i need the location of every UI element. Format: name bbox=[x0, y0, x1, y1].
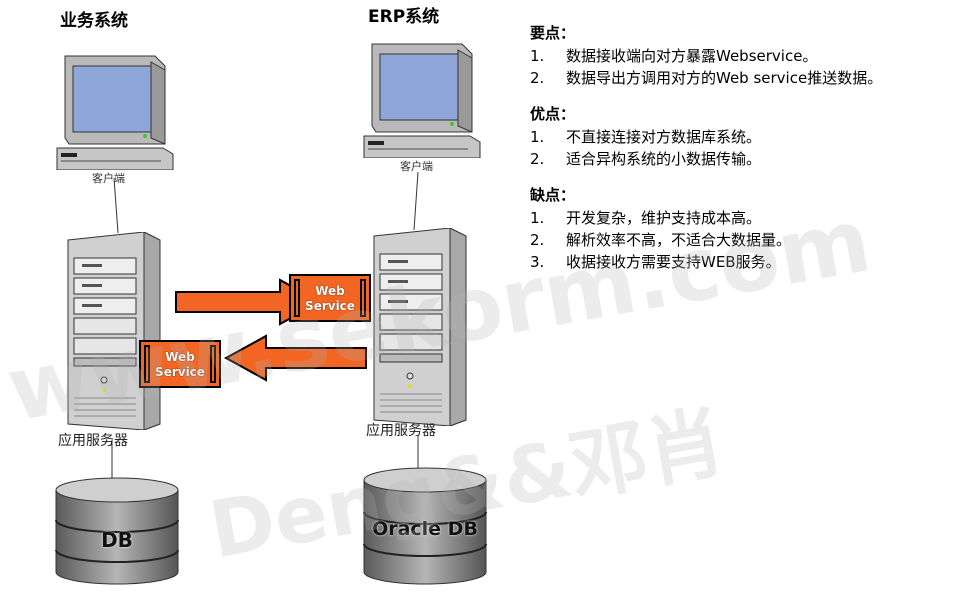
business-db-label: DB bbox=[101, 528, 133, 552]
list-item: 2.数据导出方调用对方的Web service推送数据。 bbox=[530, 69, 883, 87]
computer-icon bbox=[56, 55, 174, 171]
computer-icon bbox=[363, 43, 481, 159]
key-points-list: 1.数据接收端向对方暴露Webservice。 2.数据导出方调用对方的Web … bbox=[530, 45, 950, 89]
list-item: 3.收据接收方需要支持WEB服务。 bbox=[530, 253, 781, 271]
erp-db-label: Oracle DB bbox=[372, 518, 478, 540]
disadvantages-list: 1.开发复杂，维护支持成本高。 2.解析效率不高，不适合大数据量。 3.收据接收… bbox=[530, 207, 950, 273]
web-service-box-business: Web Service bbox=[139, 340, 221, 388]
web-service-label-line1: Web bbox=[165, 350, 195, 364]
database-icon bbox=[55, 477, 179, 585]
notes-panel: 要点： 1.数据接收端向对方暴露Webservice。 2.数据导出方调用对方的… bbox=[530, 22, 950, 287]
list-item: 1.不直接连接对方数据库系统。 bbox=[530, 128, 762, 146]
erp-client-computer bbox=[362, 40, 482, 162]
erp-system-title: ERP系统 bbox=[368, 7, 440, 27]
advantages-heading: 优点： bbox=[530, 105, 576, 123]
list-item: 2.适合异构系统的小数据传输。 bbox=[530, 150, 762, 168]
business-client-label: 客户端 bbox=[92, 172, 125, 185]
business-client-computer bbox=[55, 52, 175, 174]
arrow-left-icon bbox=[223, 334, 367, 382]
erp-server-label: 应用服务器 bbox=[366, 423, 436, 439]
web-service-label-line1: Web bbox=[315, 284, 345, 298]
business-db: DB bbox=[54, 476, 180, 590]
erp-oracle-db: Oracle DB bbox=[362, 466, 488, 590]
key-points-heading: 要点： bbox=[530, 24, 576, 42]
advantages-list: 1.不直接连接对方数据库系统。 2.适合异构系统的小数据传输。 bbox=[530, 126, 950, 170]
web-service-label-line2: Service bbox=[305, 299, 355, 313]
web-service-box-erp: Web Service bbox=[289, 274, 371, 322]
database-icon bbox=[363, 467, 487, 585]
list-item: 1.开发复杂，维护支持成本高。 bbox=[530, 209, 762, 227]
erp-app-server bbox=[366, 227, 470, 430]
disadvantages-heading: 缺点： bbox=[530, 186, 576, 204]
web-service-label-line2: Service bbox=[155, 365, 205, 379]
list-item: 2.解析效率不高，不适合大数据量。 bbox=[530, 231, 792, 249]
server-icon bbox=[373, 227, 467, 427]
connector-lines bbox=[111, 171, 419, 478]
list-item: 1.数据接收端向对方暴露Webservice。 bbox=[530, 47, 818, 65]
business-server-label: 应用服务器 bbox=[58, 433, 128, 449]
business-system-title: 业务系统 bbox=[60, 11, 128, 31]
erp-client-label: 客户端 bbox=[400, 160, 433, 173]
